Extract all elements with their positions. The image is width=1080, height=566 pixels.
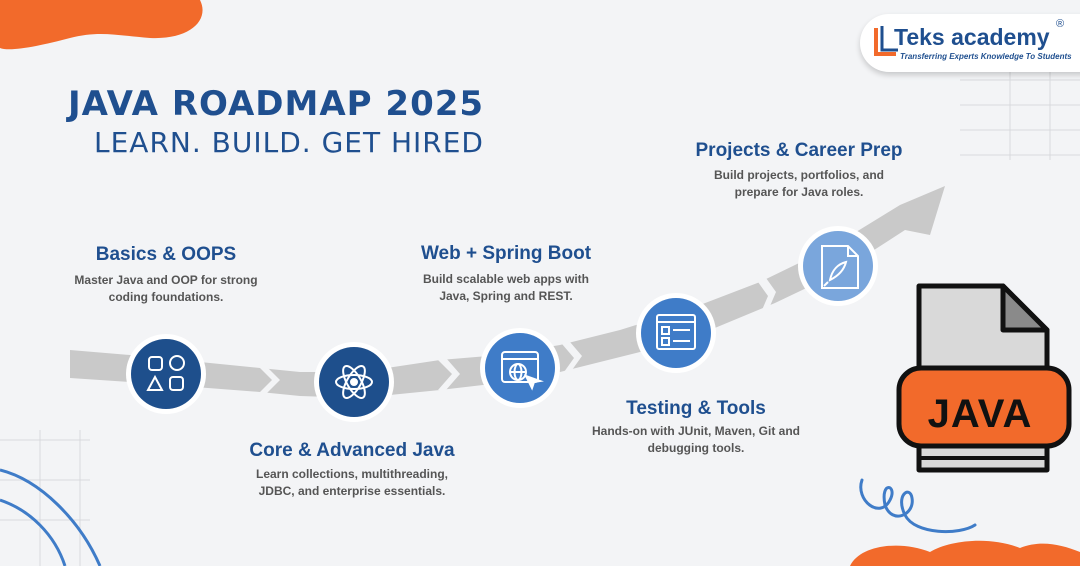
step-title: Basics & OOPS [95, 244, 237, 265]
rocket-document-icon [821, 245, 859, 289]
page-subtitle: LEARN. BUILD. GET HIRED [94, 126, 484, 159]
orange-blob-bottom-right [850, 540, 1080, 566]
step-web-spring-boot: Web + Spring Boot Build scalable web app… [376, 243, 636, 305]
logo-mark-icon [874, 26, 898, 56]
step-description: Hands-on with JUnit, Maven, Git and debu… [591, 424, 800, 455]
step-4-circle [636, 293, 716, 373]
grid-lines-top-right [960, 70, 1080, 160]
blue-arc-bottom-left [0, 468, 102, 566]
java-file-label: JAVA [927, 392, 1033, 436]
step-1-circle [126, 334, 206, 414]
logo-registered-mark: ® [1056, 18, 1065, 30]
orange-blob-top-left [0, 0, 203, 50]
logo-tagline: Transferring Experts Knowledge To Studen… [900, 52, 1072, 61]
page-title: JAVA ROADMAP 2025 [68, 84, 485, 124]
web-browser-icon [501, 351, 544, 391]
step-description: Learn collections, multithreading, JDBC,… [255, 467, 449, 498]
step-title: Testing & Tools [626, 398, 766, 419]
step-description: Build projects, portfolios, and prepare … [713, 168, 884, 199]
step-3-circle [480, 328, 560, 408]
step-title: Projects & Career Prep [695, 140, 903, 161]
step-projects-career-prep: Projects & Career Prep Build projects, p… [669, 140, 929, 201]
shapes-icon [146, 355, 185, 391]
step-basics-oops: Basics & OOPS Master Java and OOP for st… [36, 244, 296, 306]
teks-academy-logo[interactable]: Teks academy Transferring Experts Knowle… [860, 14, 1080, 72]
blue-squiggle [859, 478, 977, 534]
blue-arc-bottom-left-2 [0, 498, 67, 566]
arrow-chevrons [258, 278, 776, 394]
step-description: Build scalable web apps with Java, Sprin… [422, 272, 590, 303]
java-file-icon [896, 283, 1072, 473]
step-5-circle [798, 226, 878, 306]
step-core-advanced-java: Core & Advanced Java Learn collections, … [222, 440, 482, 500]
step-2-circle [314, 342, 394, 422]
step-title: Web + Spring Boot [420, 243, 592, 264]
step-description: Master Java and OOP for strong coding fo… [74, 273, 258, 304]
step-testing-tools: Testing & Tools Hands-on with JUnit, Mav… [566, 398, 826, 457]
step-title: Core & Advanced Java [249, 440, 455, 461]
checklist-icon [656, 314, 696, 350]
atom-icon [335, 365, 373, 399]
grid-lines-bottom-left [0, 430, 90, 566]
logo-name: Teks academy [894, 24, 1050, 50]
